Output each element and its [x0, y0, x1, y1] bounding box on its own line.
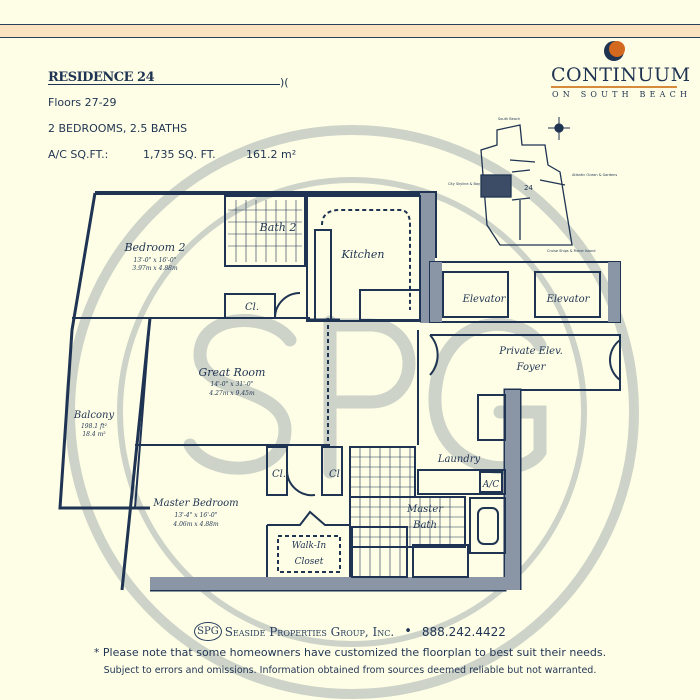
great-room-dim-m: 4.27m x 9.45m	[208, 390, 255, 397]
balcony-label: Balcony	[73, 410, 115, 421]
balcony-area-ft: 198.1 ft²	[81, 423, 108, 430]
company-name-text: Seaside Properties Group, Inc.	[224, 624, 395, 639]
laundry-label: Laundry	[437, 454, 481, 465]
elevator-label-2: Elevator	[546, 294, 591, 305]
top-rule	[0, 24, 700, 25]
title-flourish-icon: )(	[280, 76, 289, 89]
balcony-area-m: 18.4 m²	[82, 431, 106, 438]
hall-closet-label: Cl.	[329, 469, 343, 480]
logo-rule	[551, 86, 677, 88]
master-bedroom-dim-ft: 13'-4" x 16'-0"	[175, 512, 218, 519]
room-labels: Bedroom 2 13'-0" x 16'-0" 3.97m x 4.88m …	[73, 221, 591, 567]
sqft-value: 1,735 SQ. FT.	[143, 148, 216, 161]
ac-label: A/C	[482, 480, 500, 490]
great-room-label: Great Room	[199, 366, 266, 379]
foyer-label-2: Foyer	[516, 362, 547, 373]
compass-icon	[548, 117, 570, 140]
keyplan-label-cruise: Cruise Ships & Fisher Island	[547, 249, 595, 253]
keyplan-label-city: City Skyline & Bay	[448, 182, 480, 186]
ac-sqft-label: A/C SQ.FT.:	[48, 148, 109, 161]
header-band	[0, 25, 700, 37]
title-underline	[48, 84, 280, 85]
customization-note: * Please note that some homeowners have …	[93, 646, 607, 659]
keyplan-label-ocean: Atlantic Ocean & Gardens	[572, 173, 617, 177]
master-closet-label: Cl.	[272, 469, 286, 480]
spg-logo: SPG	[194, 622, 222, 641]
bath2-label: Bath 2	[259, 221, 297, 234]
spg-watermark	[65, 125, 639, 699]
band-rule	[0, 37, 700, 38]
disclaimer: Subject to errors and omissions. Informa…	[103, 665, 597, 676]
keyplan-unit-number: 24	[524, 184, 533, 192]
phone-number: 888.242.4422	[421, 624, 506, 639]
bedroom2-dim-ft: 13'-0" x 16'-0"	[134, 257, 177, 264]
building-keyplan	[480, 117, 573, 246]
foyer-label: Private Elev.	[498, 346, 563, 357]
residence-title: RESIDENCE 24	[48, 70, 155, 85]
continuum-logo: CONTINUUM	[551, 64, 691, 86]
master-bath-label-2: Bath	[412, 520, 437, 531]
great-room-dim-ft: 14'-0" x 31'-0"	[211, 381, 254, 388]
bedroom2-label: Bedroom 2	[123, 241, 185, 254]
bedroom2-dim-m: 3.97m x 4.88m	[132, 265, 178, 272]
separator-dot: •	[404, 624, 412, 639]
walk-in-label: Walk-In	[292, 541, 327, 551]
bath-tiles	[228, 200, 465, 577]
master-bedroom-dim-m: 4.06m x 4.88m	[172, 521, 219, 528]
continuum-moon-icon	[604, 41, 625, 61]
continuum-subtitle: ON SOUTH BEACH	[552, 90, 692, 99]
sqm-value: 161.2 m²	[246, 148, 297, 161]
floors-text: Floors 27-29	[48, 96, 117, 109]
keyplan-label-south-beach: South Beach	[498, 117, 520, 121]
keyplan-labels: South Beach City Skyline & Bay Atlantic …	[448, 117, 617, 253]
closet-label: Cl.	[245, 302, 259, 313]
walk-in-label-2: Closet	[295, 557, 324, 567]
master-bedroom-label: Master Bedroom	[152, 498, 238, 509]
elevator-label-1: Elevator	[462, 294, 507, 305]
bedrooms-baths-text: 2 BEDROOMS, 2.5 BATHS	[48, 122, 188, 135]
walls	[58, 191, 621, 592]
kitchen-label: Kitchen	[341, 248, 385, 261]
master-bath-label: Master	[406, 504, 444, 515]
